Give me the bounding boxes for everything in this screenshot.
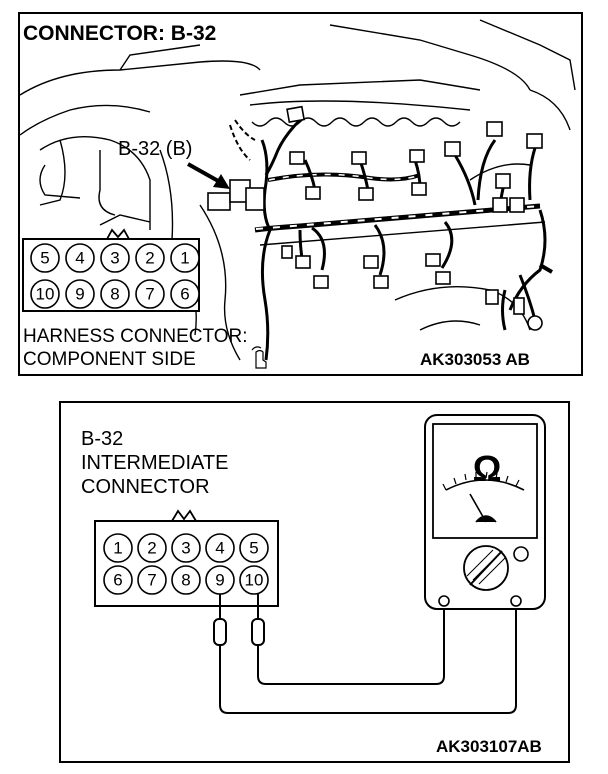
callout-arrow [187, 162, 221, 184]
figure-code-1: AK303053 AB [420, 350, 530, 369]
connector-top-row [30, 243, 200, 273]
connector-bottom-row [30, 279, 200, 309]
callout-arrowhead [213, 174, 230, 189]
harness-connector-face: 5 4 3 2 1 10 9 8 7 6 [22, 228, 200, 312]
pin-label: 1 [180, 249, 189, 268]
pin-label: 2 [145, 249, 154, 268]
connector-top-row [103, 533, 269, 563]
ground-terminal [527, 315, 543, 331]
pin-label: 10 [36, 285, 55, 304]
pin-label: 3 [110, 249, 119, 268]
harness-connectors [207, 105, 543, 315]
pin-label: 7 [147, 571, 156, 590]
caption-harness-connector: HARNESS CONNECTOR: [23, 326, 248, 347]
pin-label: 3 [181, 539, 190, 558]
pin-label: 4 [215, 539, 224, 558]
ohmmeter: Ω [424, 414, 546, 610]
pin-label: 4 [75, 249, 84, 268]
pin-label: 6 [180, 285, 189, 304]
connector-title: CONNECTOR: B-32 [23, 22, 216, 45]
pin-label: 9 [75, 285, 84, 304]
intermediate-connector-face: 1 2 3 4 5 6 7 8 9 10 [94, 509, 279, 607]
panel-connector-location [18, 12, 583, 376]
caption-component-side: COMPONENT SIDE [23, 349, 196, 370]
callout-label: B-32 (B) [118, 138, 192, 160]
connector-label-line1: B-32 [81, 428, 123, 450]
pin-label: 8 [181, 571, 190, 590]
pin-label: 8 [110, 285, 119, 304]
pin-label: 6 [113, 571, 122, 590]
connector-label-line3: CONNECTOR [81, 476, 210, 498]
pin-label: 10 [245, 571, 264, 590]
pin-label: 7 [145, 285, 154, 304]
pin-label: 2 [147, 539, 156, 558]
pin-label: 5 [40, 249, 49, 268]
pin-label: 9 [215, 571, 224, 590]
test-leads [219, 594, 517, 714]
probe-tips [213, 618, 265, 646]
pin-label: 1 [113, 539, 122, 558]
pin-label: 5 [249, 539, 258, 558]
connector-label-line2: INTERMEDIATE [81, 452, 228, 474]
figure-code-2: AK303107AB [436, 737, 542, 756]
ohm-symbol: Ω [473, 448, 502, 489]
component-side-icon [251, 346, 267, 369]
connector-bottom-row [103, 565, 269, 595]
